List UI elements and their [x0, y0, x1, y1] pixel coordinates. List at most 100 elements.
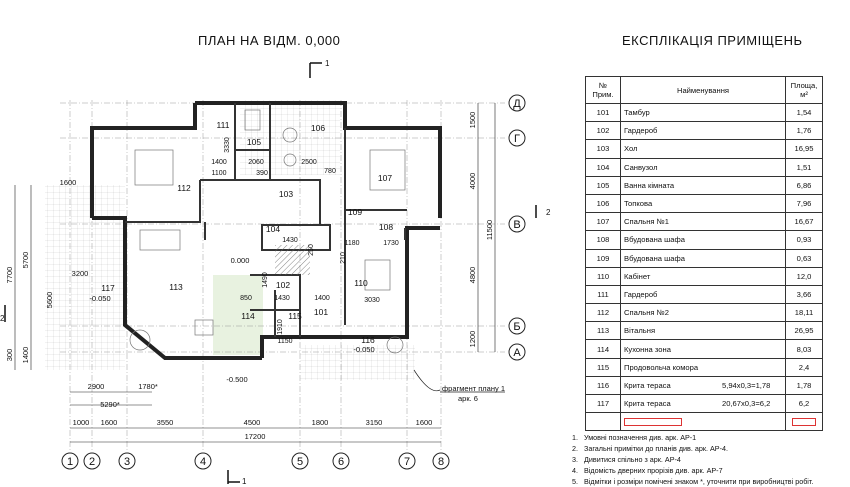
room-label: 105 — [247, 137, 261, 147]
room-area: 3,66 — [785, 284, 823, 305]
room-formula — [719, 230, 786, 250]
room-name: Топкова — [620, 193, 719, 214]
room-number: 107 — [585, 212, 621, 232]
dim-value: 4500 — [244, 418, 261, 427]
room-area: 2,4 — [785, 357, 823, 377]
note-text: Умовні позначення див. арк. АР-1 — [584, 433, 697, 442]
room-formula: 5,94х0,3=1,78 — [719, 375, 786, 396]
room-formula — [719, 212, 786, 232]
furniture — [129, 109, 406, 354]
dim-value: 1800 — [312, 418, 329, 427]
room-formula — [719, 157, 786, 177]
dim-value: 1780* — [138, 382, 158, 391]
room-formula — [719, 266, 786, 286]
room-number: 117 — [585, 393, 621, 414]
svg-text:6: 6 — [338, 456, 344, 468]
plan-title: ПЛАН НА ВІДМ. 0,000 — [198, 33, 341, 48]
svg-text:3: 3 — [124, 456, 130, 468]
room-number: 113 — [585, 321, 621, 341]
dim-value: 4800 — [468, 267, 477, 284]
axis-bubble-B: Б — [508, 317, 526, 335]
room-name: Санвузол — [620, 157, 719, 177]
room-label: 114 — [241, 311, 255, 321]
svg-text:8: 8 — [438, 456, 444, 468]
interior-walls — [125, 103, 407, 337]
dim-value: 5600 — [45, 292, 54, 309]
fragment-callout: фрагмент плану 1 арк. 6 — [413, 369, 505, 403]
section-mark-label: 2 — [546, 208, 551, 217]
note-number: 5. — [572, 477, 578, 486]
svg-text:Г: Г — [514, 133, 520, 145]
callout-text: фрагмент плану 1 — [442, 384, 505, 393]
note-number: 2. — [572, 444, 578, 453]
room-labels: 111 105 106 112 103 107 104 109 108 110 … — [101, 120, 393, 345]
dimension-chain-bottom — [70, 391, 441, 443]
svg-text:Б: Б — [513, 321, 520, 333]
room-label: 112 — [177, 183, 191, 193]
room-area: 16,67 — [785, 212, 823, 232]
note-item: 4.Відомість дверних прорізів див. арк. А… — [572, 465, 813, 476]
room-number: 102 — [585, 121, 621, 141]
section-marks: 1 1 2 2 — [0, 59, 551, 485]
room-name: Вітальня — [620, 321, 719, 341]
room-number: 115 — [585, 357, 621, 377]
dimension-chain-left — [14, 185, 32, 370]
room-label: 110 — [354, 278, 368, 288]
room-area: 6,2 — [785, 393, 823, 414]
dim-value: 1600 — [416, 418, 433, 427]
dim-value: 1500 — [468, 112, 477, 129]
room-label: 113 — [169, 282, 183, 292]
table-header-row: № Прим. Найменування Площа, м² — [585, 76, 823, 104]
room-area: 12,0 — [785, 266, 823, 286]
room-name: Кухонна зона — [620, 339, 719, 359]
room-area: 0,93 — [785, 230, 823, 250]
dim-total: 17200 — [245, 432, 266, 441]
note-item: 3. Дивитися спільно з арк. АР-4 — [572, 454, 813, 465]
room-name: Кабінет — [620, 266, 719, 286]
room-formula — [719, 193, 786, 214]
axis-bubble-G: Г — [508, 129, 526, 147]
room-formula — [719, 321, 786, 341]
room-number: 103 — [585, 139, 621, 159]
interior-dim: 210 — [340, 252, 347, 264]
room-name: Спальня №1 — [620, 212, 719, 232]
interior-dim: 1150 — [277, 338, 292, 345]
room-area: 0,63 — [785, 248, 823, 268]
dim-value: 3200 — [72, 269, 89, 278]
room-formula — [719, 284, 786, 305]
interior-dim: 780 — [324, 168, 336, 175]
note-text: Дивитися спільно з арк. АР-4 — [584, 455, 681, 464]
room-number: 104 — [585, 157, 621, 177]
header-name: Найменування — [620, 76, 786, 104]
axis-bubble-8: 8 — [432, 452, 450, 470]
dim-value: 1000 — [73, 418, 90, 427]
interior-dim: 2500 — [301, 159, 317, 166]
interior-dim: 1400 — [314, 295, 330, 302]
note-text: Загальні примітки до планів див. арк. АР… — [584, 444, 728, 453]
interior-dim: 3030 — [364, 297, 380, 304]
room-formula — [719, 248, 786, 268]
room-formula — [719, 303, 786, 323]
explication-title: ЕКСПЛІКАЦІЯ ПРИМІЩЕНЬ — [622, 33, 803, 48]
level-mark: -0.050 — [89, 294, 110, 303]
note-number: 3. — [572, 455, 578, 464]
axis-bubble-D: Д — [508, 94, 526, 112]
axis-bubble-1: 1 — [61, 452, 79, 470]
room-formula: 20,67х0,3=6,2 — [719, 393, 786, 414]
svg-text:В: В — [513, 219, 520, 231]
interior-dim: 1180 — [344, 240, 359, 247]
interior-dim: 1430 — [274, 295, 290, 302]
section-mark-label: 2 — [0, 314, 5, 323]
room-formula — [719, 339, 786, 359]
interior-dim: 390 — [256, 170, 268, 177]
room-formula — [719, 357, 786, 377]
room-number: 114 — [585, 339, 621, 359]
